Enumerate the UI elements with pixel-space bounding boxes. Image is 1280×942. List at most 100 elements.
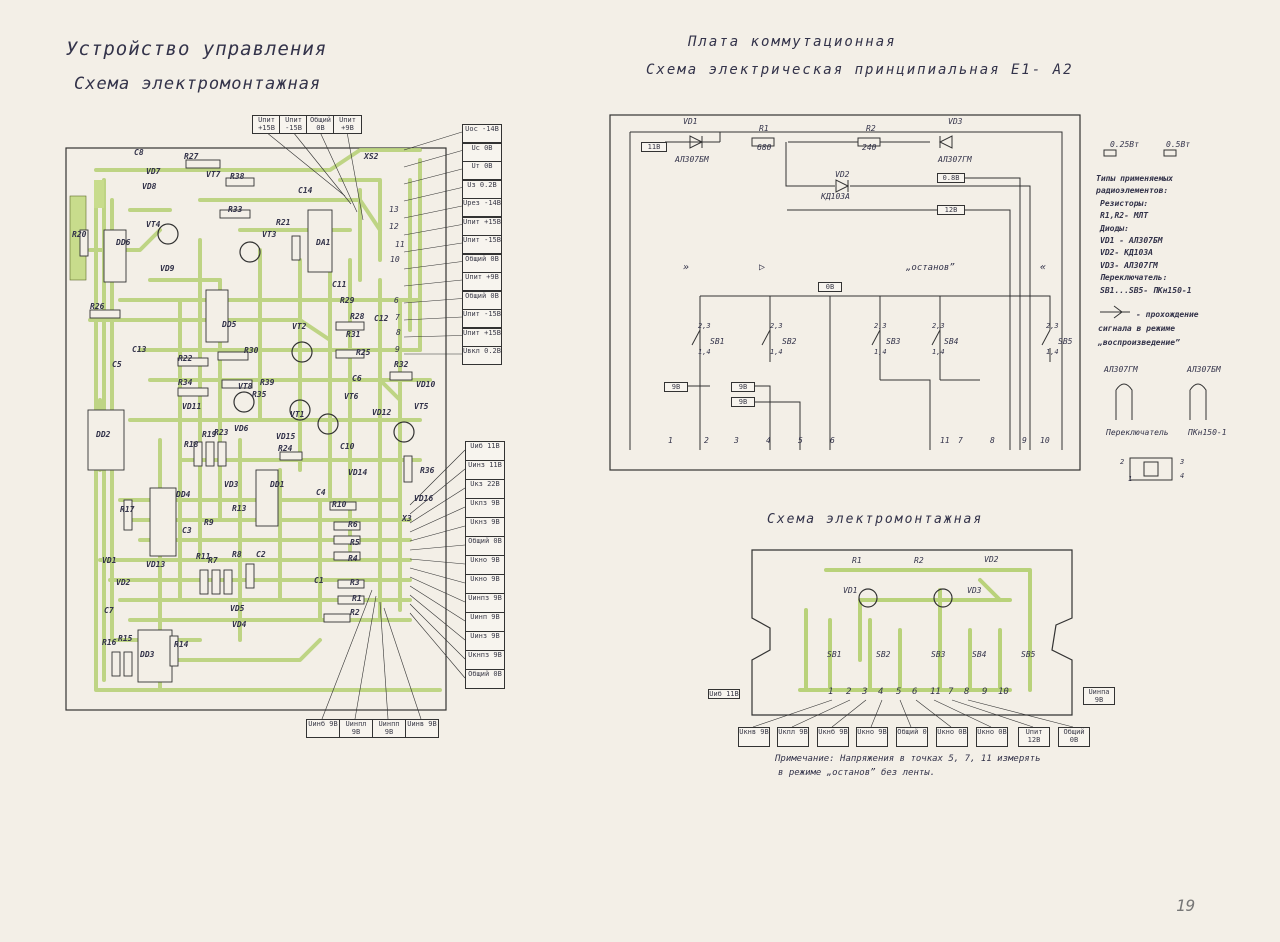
component-label-r1: R1 — [352, 594, 362, 603]
legend-sw-pin-3: 3 — [1180, 458, 1185, 466]
leader-line — [379, 601, 389, 720]
component-label-c5: C5 — [112, 360, 122, 369]
mount-label-sb1: SB1 — [827, 650, 842, 659]
schematic-diode-vd2 — [835, 179, 850, 193]
resistor — [111, 651, 121, 677]
mode-stop: „останов” — [906, 263, 955, 273]
right-connector-top-8: Uпит +9В — [462, 272, 502, 291]
component-label-c10: C10 — [340, 442, 355, 451]
mount-label-sb3: SB3 — [931, 650, 946, 659]
signal-note-0: - прохождение — [1136, 310, 1199, 319]
component-label-c14: C14 — [298, 186, 313, 195]
mode-play: ▷ — [759, 262, 766, 273]
leader-line — [403, 224, 463, 236]
top-connector-1: Uпит -15В — [279, 115, 308, 134]
right-connector-bottom-3: Uкпз 9В — [465, 498, 505, 518]
mount-pin-8: 8 — [964, 687, 970, 697]
mount-label-sb5: SB5 — [1021, 650, 1036, 659]
bottom-connector-3: Uинв 9В — [405, 719, 439, 738]
resistor — [185, 159, 221, 169]
mount-leader — [870, 699, 883, 728]
component-label-r39: R39 — [260, 378, 275, 387]
resistor — [279, 451, 303, 461]
pcb-pin-12: 12 — [389, 222, 399, 231]
sch-box-12v: 12В — [937, 205, 965, 215]
mount-pin-5: 5 — [896, 687, 902, 697]
component-label-vt2: VT2 — [292, 322, 307, 331]
resistor — [323, 613, 351, 623]
right-connector-bottom-1: Uинз 11В — [465, 460, 505, 480]
resistor — [245, 563, 255, 589]
signal-note-1: сигнала в режиме — [1098, 324, 1176, 333]
mount-pin-2: 2 — [846, 687, 852, 697]
top-connector-3: Uпит +9В — [333, 115, 362, 134]
component-label-xs2: XS2 — [364, 152, 379, 161]
right-connector-bottom-7: Uкно 9В — [465, 574, 505, 594]
leader-line — [409, 468, 466, 515]
component-label-r6: R6 — [348, 520, 358, 529]
right-connector-bottom-4: Uкнз 9В — [465, 517, 505, 537]
legend-line-6: VD2- КД103А — [1100, 248, 1153, 258]
leader-line — [383, 607, 422, 720]
transistor-body — [239, 241, 261, 263]
resistor — [337, 595, 365, 605]
component-label-dd6: DD6 — [116, 238, 131, 247]
leader-line — [409, 449, 466, 506]
transistor-body — [317, 413, 339, 435]
right-connector-bottom-0: Uиб 11В — [465, 441, 505, 461]
right-connector-bottom-6: Uкно 9В — [465, 555, 505, 575]
mount-box-7: Uпит 12В — [1018, 727, 1050, 747]
leader-line — [292, 131, 352, 205]
switch-label-sb4: SB4 — [944, 337, 959, 346]
resistor — [199, 569, 209, 595]
mount-trace — [978, 578, 1002, 602]
legend-signal-arrow — [1100, 305, 1130, 319]
schematic-pin-11: 11 — [940, 436, 950, 445]
legend-led-symbol-2 — [1189, 383, 1207, 420]
component-label-r35: R35 — [252, 390, 267, 399]
switch-pins-top-0: 2,3 — [698, 322, 711, 330]
component-label-vd7: VD7 — [146, 167, 161, 176]
pcb-pin-8: 8 — [396, 328, 401, 337]
component-label-r7: R7 — [208, 556, 218, 565]
component-label-r32: R32 — [394, 360, 409, 369]
switch-contact — [931, 329, 941, 362]
signal-note-2: „воспроизведение” — [1098, 338, 1180, 347]
pcb-pin-9: 9 — [395, 345, 400, 354]
switch-label-sb2: SB2 — [782, 337, 797, 346]
transistor-body — [393, 421, 415, 443]
schematic-pin-2: 2 — [704, 436, 709, 445]
legend-line-3: R1,R2- МЛТ — [1100, 211, 1149, 221]
component-label-vd6: VD6 — [234, 424, 249, 433]
leader-line — [403, 131, 463, 151]
component-label-r13: R13 — [232, 504, 247, 513]
legend-res-symbol-2 — [1163, 149, 1177, 157]
leader-line — [409, 594, 466, 641]
resistor — [205, 441, 215, 467]
right-connector-top-4: Uрез -14В — [462, 198, 502, 217]
component-label-dd4: DD4 — [176, 490, 191, 499]
schematic-pin-4: 4 — [766, 436, 771, 445]
component-label-c7: C7 — [104, 606, 114, 615]
component-label-vd13: VD13 — [146, 560, 166, 569]
schematic-wire — [753, 385, 771, 450]
mount-leader — [899, 699, 912, 728]
mount-box-3: Uкно 9В — [856, 727, 888, 747]
mount-leader — [915, 699, 952, 728]
legend-sw-pin-2: 2 — [1120, 458, 1125, 466]
component-label-r33: R33 — [228, 205, 243, 214]
component-label-r21: R21 — [276, 218, 291, 227]
resistor — [335, 321, 365, 331]
component-label-vt4: VT4 — [146, 220, 161, 229]
sch-r1-val: 680 — [757, 143, 772, 152]
resistor — [89, 309, 121, 319]
schematic-wire — [963, 177, 1021, 450]
mount-leader — [831, 699, 867, 728]
leader-line — [403, 242, 463, 253]
legend-line-7: VD3- АЛ307ГМ — [1100, 260, 1158, 270]
component-label-r10: R10 — [332, 500, 347, 509]
mount-box-8: Общий 0В — [1058, 727, 1090, 747]
left-subtitle: Схема электромонтажная — [74, 74, 322, 94]
leader-line — [265, 131, 346, 197]
legend-switch-symbol — [1129, 457, 1173, 481]
